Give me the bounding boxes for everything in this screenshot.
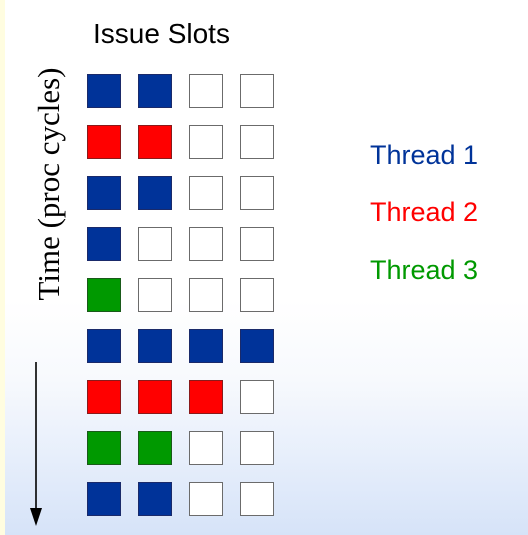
thread-1-slot: [189, 329, 223, 363]
thread-1-slot: [87, 329, 121, 363]
empty-slot: [189, 278, 223, 312]
thread-1-slot: [138, 74, 172, 108]
empty-slot: [189, 74, 223, 108]
empty-slot: [240, 227, 274, 261]
empty-slot: [240, 431, 274, 465]
thread-1-slot: [87, 227, 121, 261]
empty-slot: [138, 278, 172, 312]
empty-slot: [240, 278, 274, 312]
thread-1-slot: [87, 176, 121, 210]
empty-slot: [189, 125, 223, 159]
thread-1-slot: [138, 176, 172, 210]
time-arrow: [30, 362, 42, 526]
empty-slot: [189, 431, 223, 465]
empty-slot: [240, 380, 274, 414]
thread-1-slot: [87, 74, 121, 108]
time-arrow-head: [30, 508, 42, 526]
thread-1-slot: [138, 482, 172, 516]
empty-slot: [240, 125, 274, 159]
thread-2-slot: [138, 380, 172, 414]
issue-slots-title: Issue Slots: [93, 18, 230, 49]
legend-thread-3: Thread 3: [370, 255, 479, 285]
thread-1-slot: [240, 329, 274, 363]
thread-1-slot: [87, 482, 121, 516]
empty-slot: [189, 227, 223, 261]
thread-2-slot: [87, 125, 121, 159]
thread-2-slot: [87, 380, 121, 414]
empty-slot: [240, 482, 274, 516]
empty-slot: [138, 227, 172, 261]
thread-2-slot: [189, 380, 223, 414]
thread-3-slot: [87, 278, 121, 312]
empty-slot: [240, 176, 274, 210]
empty-slot: [189, 176, 223, 210]
thread-2-slot: [138, 125, 172, 159]
empty-slot: [240, 74, 274, 108]
legend-thread-2: Thread 2: [370, 197, 479, 227]
thread-1-slot: [138, 329, 172, 363]
thread-3-slot: [87, 431, 121, 465]
thread-3-slot: [138, 431, 172, 465]
legend-thread-1: Thread 1: [370, 140, 479, 170]
time-axis-label-text: Time (proc cycles): [31, 67, 66, 301]
left-edge-rule: [0, 0, 5, 535]
empty-slot: [189, 482, 223, 516]
